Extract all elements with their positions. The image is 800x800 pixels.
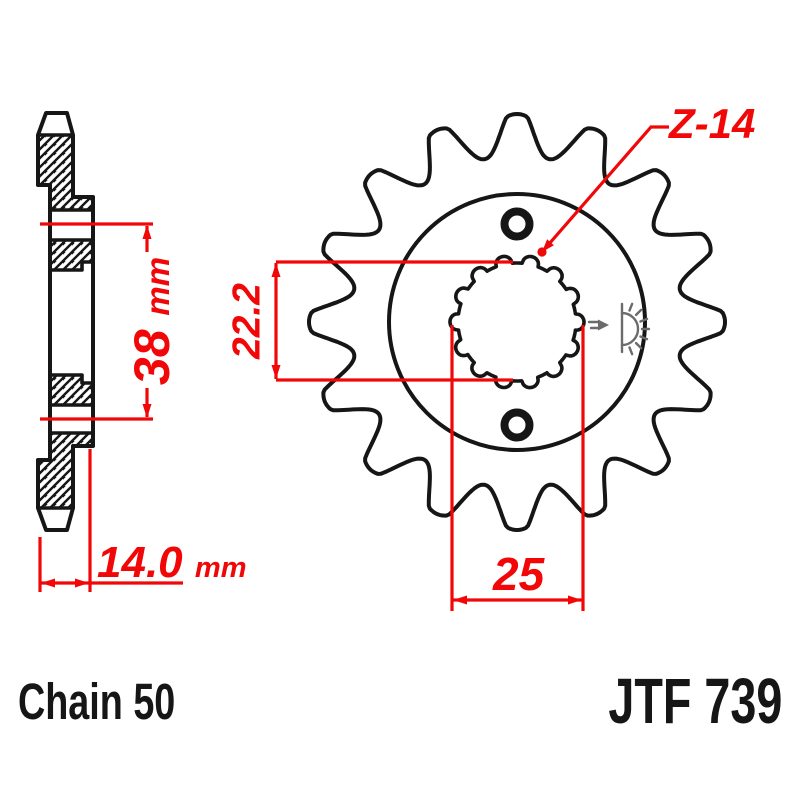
dimension-38mm [40,222,153,421]
dimension-25-value: 25 [493,548,545,600]
dimension-14mm-value: 14.0 [97,538,183,587]
section-outline [36,111,95,532]
tooth-count-label: Z-14 [669,103,755,145]
dimension-38mm-label: 38 mm [124,256,180,386]
bolt-hole-bottom [500,408,534,442]
dimension-annotations [38,125,669,611]
part-number-text: JTF 739 [608,665,782,737]
bolt-hole-top [500,207,534,241]
tooth-count-leader [537,125,669,257]
dimension-25-label: 25 [493,551,544,597]
section-hatch-lower-hub [48,373,95,407]
dimension-22-2-value: 22.2 [225,283,269,359]
tooth-count-value: Z-14 [669,100,756,147]
dimension-14mm [38,449,183,592]
section-hatch-upper-hub [48,238,95,272]
dimension-22-2-label: 22.2 [225,283,269,359]
dimension-22-2 [271,260,513,382]
dimension-14mm-unit: mm [194,552,247,584]
chain-size-label: Chain 50 [18,676,175,727]
hub-circle [387,192,647,452]
dimension-25 [450,325,585,611]
jt-sunburst-logo-icon [587,302,651,356]
dimension-38mm-unit: mm [139,256,176,316]
spline-bore [448,254,586,390]
section-view [36,111,95,532]
part-number-label: JTF 739 [608,669,782,733]
dimension-38mm-value: 38 [124,329,180,386]
front-view [307,112,727,532]
dimension-14mm-label: 14.0 mm [97,541,247,585]
chain-size-text: Chain 50 [18,673,176,730]
